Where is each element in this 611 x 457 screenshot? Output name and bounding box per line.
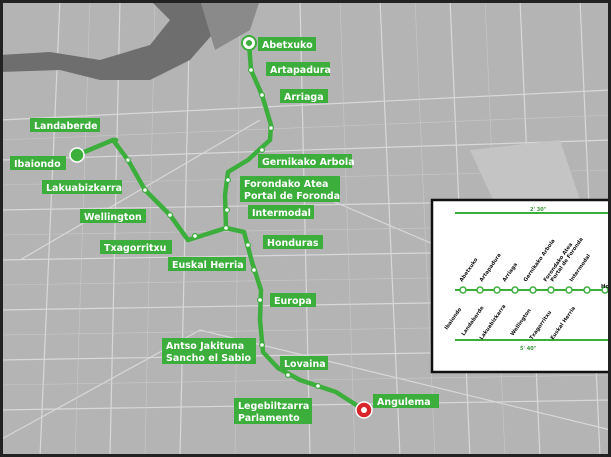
label-artapadura: Artapadura	[266, 62, 331, 76]
stop-dots	[124, 66, 322, 390]
label-intermodal: Intermodal	[248, 205, 314, 219]
label-lakuabizkarra-text: Lakuabizkarra	[46, 183, 122, 194]
label-txagorritxu: Txagorritxu	[100, 240, 172, 254]
label-europa: Europa	[270, 293, 316, 307]
label-antso-jakituna-text: Antso Jakituna	[166, 341, 244, 352]
label-europa-text: Europa	[274, 296, 312, 307]
label-euskal-herria-text: Euskal Herria	[172, 260, 244, 271]
label-parlamento: Legebiltzarra Parlamento	[234, 398, 312, 424]
green-area	[470, 140, 580, 215]
label-sancho-el-sabio: Antso Jakituna Sancho el Sabio	[162, 338, 256, 364]
label-wellington: Wellington	[80, 209, 146, 223]
terminus-angulema	[355, 401, 373, 419]
inset-bottom-dim: 5' 40"	[520, 346, 537, 352]
label-euskal-herria: Euskal Herria	[168, 257, 246, 271]
label-angulema: Angulema	[373, 394, 439, 408]
label-arriaga-text: Arriaga	[284, 92, 324, 103]
label-gernikako-arbola-text: Gernikako Arbola	[262, 157, 355, 168]
label-portal-de-foronda-text: Portal de Foronda	[244, 191, 340, 202]
label-lovaina: Lovaina	[280, 356, 328, 370]
inset-label-ho: Ho	[601, 284, 609, 290]
label-gernikako-arbola: Gernikako Arbola	[258, 154, 355, 168]
label-sancho-el-sabio-text: Sancho el Sabio	[166, 353, 252, 364]
label-parlamento-text: Parlamento	[238, 413, 300, 424]
schematic-inset: 2' 30" 5' 40" Abetxuko Artapadura Arriag…	[430, 198, 611, 374]
label-artapadura-text: Artapadura	[270, 65, 331, 76]
label-intermodal-text: Intermodal	[252, 208, 311, 219]
label-honduras: Honduras	[263, 235, 323, 249]
label-txagorritxu-text: Txagorritxu	[104, 243, 166, 254]
label-landaberde-text: Landaberde	[34, 121, 98, 132]
label-forondako-atea-text: Forondako Atea	[244, 179, 328, 190]
label-ibaiondo: Ibaiondo	[10, 156, 66, 170]
inset-stop-dots	[459, 286, 609, 294]
label-landaberde: Landaberde	[30, 118, 100, 132]
label-arriaga: Arriaga	[280, 89, 328, 103]
label-wellington-text: Wellington	[84, 212, 142, 223]
label-legebiltzarra-text: Legebiltzarra	[238, 401, 309, 412]
terminus-ibaiondo	[69, 147, 85, 163]
label-lakuabizkarra: Lakuabizkarra	[42, 180, 122, 194]
river	[0, 0, 230, 80]
station-labels: Abetxuko Artapadura Arriaga Gernikako Ar…	[10, 37, 439, 424]
label-angulema-text: Angulema	[377, 397, 431, 408]
label-lovaina-text: Lovaina	[284, 359, 326, 370]
river-branch	[200, 0, 260, 50]
label-abetxuko: Abetxuko	[258, 37, 316, 51]
terminus-abetxuko	[241, 35, 257, 51]
label-ibaiondo-text: Ibaiondo	[14, 159, 61, 170]
label-abetxuko-text: Abetxuko	[262, 40, 313, 51]
label-foronda: Forondako Atea Portal de Foronda	[240, 176, 340, 202]
label-honduras-text: Honduras	[267, 238, 319, 249]
inset-top-dim: 2' 30"	[530, 207, 547, 213]
